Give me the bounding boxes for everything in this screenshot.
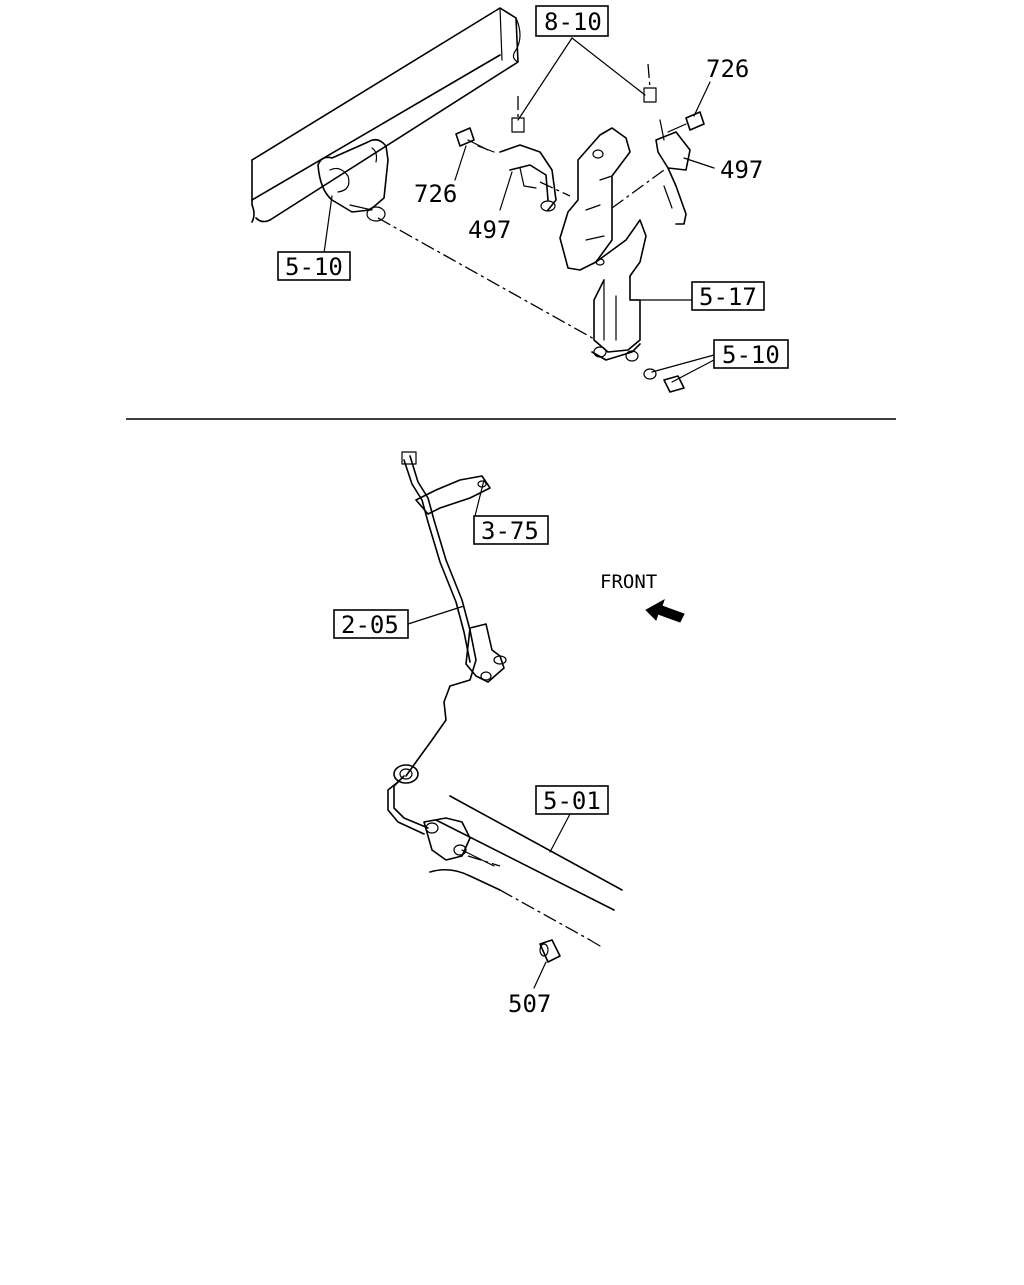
callout-5-10-right: 5-10 [713,339,789,369]
clip-8-10 [511,63,657,133]
callout-5-01: 5-01 [535,785,609,815]
callout-label: 8-10 [544,8,602,36]
callout-8-10: 8-10 [535,5,609,37]
lower-fitting [423,817,501,867]
front-label: FRONT [600,571,657,593]
callout-label: 5-10 [285,253,343,281]
callout-3-75: 3-75 [473,515,549,545]
bolt-726-left [455,127,495,153]
bracket-pipe-left [499,144,557,212]
part-number-497: 497 [720,156,763,184]
frame-rail-top [251,7,521,223]
callout-label: 2-05 [341,611,399,639]
callout-label: 3-75 [481,517,539,545]
part-number-507: 507 [508,990,551,1018]
part-number-726: 726 [706,55,749,83]
center-line [539,181,571,197]
callout-label: 5-01 [543,787,601,815]
arrow-left-icon [645,598,685,623]
callout-5-10-left: 5-10 [277,251,351,281]
callout-2-05: 2-05 [333,609,409,639]
part-number-497: 497 [468,216,511,244]
callout-label: 5-17 [699,283,757,311]
fitting-top [401,451,491,515]
bracket-left [317,138,389,222]
junction-block [465,623,507,683]
brake-line [387,455,477,835]
valve-assembly [559,127,647,362]
callout-5-17: 5-17 [691,281,765,311]
callout-label: 5-10 [722,341,780,369]
frame-rail-bottom [429,795,623,947]
center-line [377,217,597,341]
grommet [393,764,419,784]
bolt-726-right [667,111,705,133]
plug-507 [539,939,561,963]
part-number-726: 726 [414,180,457,208]
connector-497-right [655,119,691,225]
center-line [611,169,665,209]
washer-bolt-5-10 [643,368,685,393]
